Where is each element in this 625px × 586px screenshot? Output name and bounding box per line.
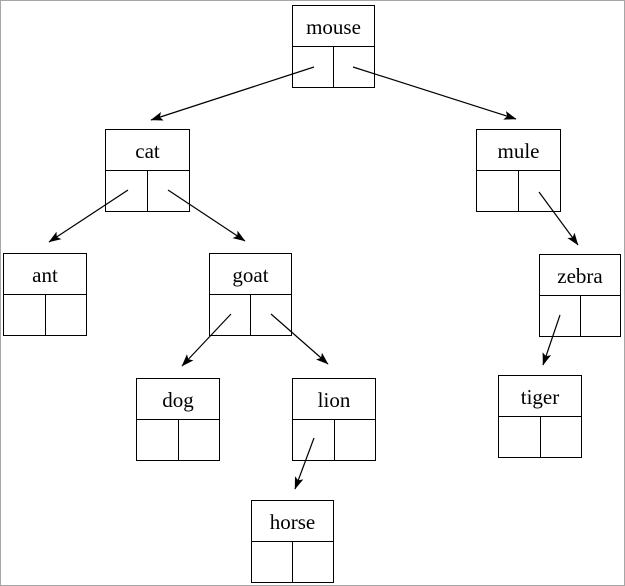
- tree-node-tiger: tiger: [498, 375, 582, 458]
- left-pointer-cell: [477, 171, 519, 211]
- edge-mouse-cat: [150, 66, 315, 121]
- pointer-cells: [292, 47, 375, 88]
- pointer-cells: [136, 420, 220, 461]
- tree-node-mule: mule: [476, 129, 561, 212]
- tree-node-dog: dog: [136, 378, 220, 461]
- left-pointer-cell: [252, 542, 293, 582]
- right-pointer-cell: [541, 417, 582, 457]
- pointer-cells: [251, 542, 334, 583]
- node-label: mule: [476, 129, 561, 171]
- tree-node-cat: cat: [105, 129, 190, 212]
- left-pointer-cell: [540, 296, 581, 336]
- left-pointer-cell: [106, 171, 148, 211]
- pointer-cells: [539, 296, 621, 337]
- tree-node-goat: goat: [209, 253, 292, 336]
- node-label: cat: [105, 129, 190, 171]
- right-pointer-cell: [46, 295, 87, 335]
- pointer-cells: [292, 420, 376, 461]
- node-label: zebra: [539, 254, 621, 296]
- edge-mouse-mule: [352, 66, 517, 120]
- node-label: horse: [251, 500, 334, 542]
- node-label: lion: [292, 378, 376, 420]
- left-pointer-cell: [293, 47, 334, 87]
- right-pointer-cell: [519, 171, 560, 211]
- left-pointer-cell: [4, 295, 46, 335]
- right-pointer-cell: [581, 296, 621, 336]
- left-pointer-cell: [293, 420, 335, 460]
- left-pointer-cell: [499, 417, 541, 457]
- node-label: goat: [209, 253, 292, 295]
- pointer-cells: [498, 417, 582, 458]
- right-pointer-cell: [293, 542, 333, 582]
- right-pointer-cell: [335, 420, 376, 460]
- node-label: ant: [3, 253, 87, 295]
- pointer-cells: [105, 171, 190, 212]
- right-pointer-cell: [179, 420, 220, 460]
- right-pointer-cell: [334, 47, 374, 87]
- right-pointer-cell: [148, 171, 189, 211]
- node-label: tiger: [498, 375, 582, 417]
- pointer-cells: [3, 295, 87, 336]
- node-label: mouse: [292, 5, 375, 47]
- tree-node-horse: horse: [251, 500, 334, 583]
- pointer-cells: [209, 295, 292, 336]
- pointer-cells: [476, 171, 561, 212]
- left-pointer-cell: [137, 420, 179, 460]
- right-pointer-cell: [251, 295, 291, 335]
- tree-node-lion: lion: [292, 378, 376, 461]
- tree-node-ant: ant: [3, 253, 87, 336]
- tree-node-mouse: mouse: [292, 5, 375, 88]
- left-pointer-cell: [210, 295, 251, 335]
- node-label: dog: [136, 378, 220, 420]
- tree-node-zebra: zebra: [539, 254, 621, 337]
